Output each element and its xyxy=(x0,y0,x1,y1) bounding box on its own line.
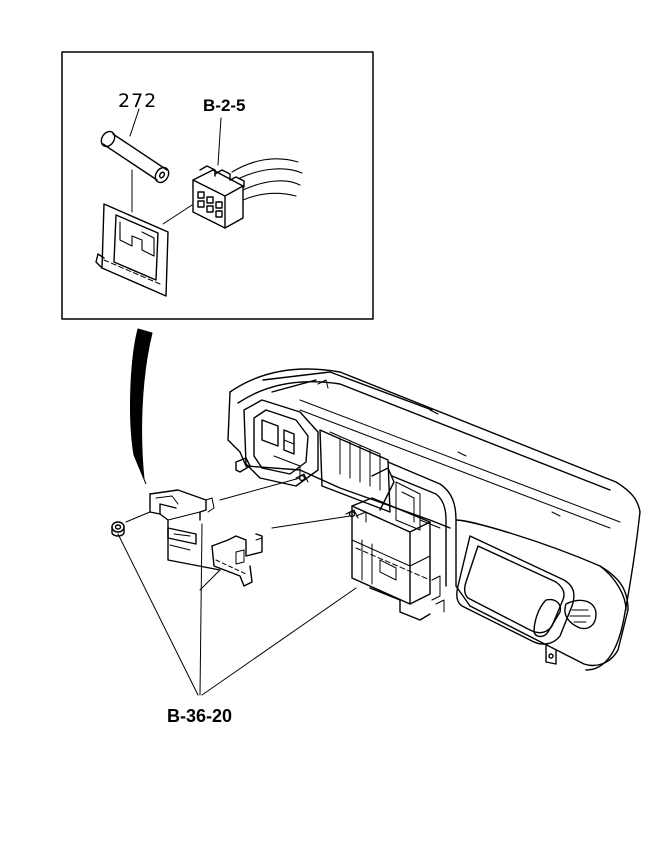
sleeve-272 xyxy=(100,130,170,184)
assembly-leader-lines xyxy=(117,477,357,696)
detail-callout-arc xyxy=(130,328,153,485)
reference-b-2-5[interactable]: B-2-5 xyxy=(203,96,246,115)
clip-nut xyxy=(111,521,125,537)
connector-b-2-5 xyxy=(192,158,303,229)
part-number-272: 272 xyxy=(118,90,158,112)
detail-inset-frame xyxy=(61,51,374,320)
side-bracket-upper xyxy=(149,489,221,571)
reference-b-36-20[interactable]: B-36-20 xyxy=(167,706,233,726)
center-support-frame xyxy=(351,497,445,621)
instrument-panel xyxy=(227,368,641,671)
connector-bracket-plate xyxy=(95,203,169,297)
side-bracket-lower xyxy=(211,533,263,587)
screw-fastener xyxy=(295,473,359,519)
